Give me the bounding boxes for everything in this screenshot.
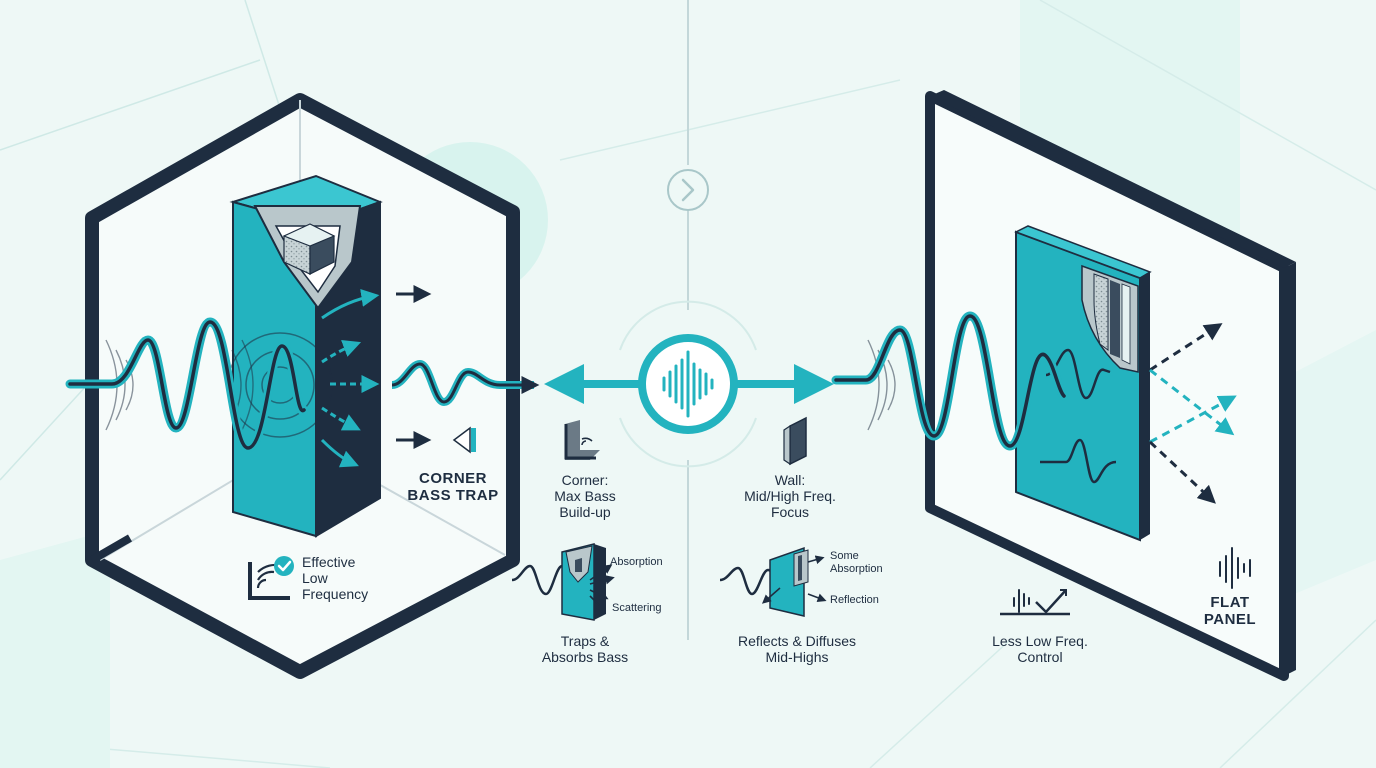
corner-detail-absorption: Absorption [610,556,663,568]
less-control-icon [1000,589,1070,616]
corner-wave-icon [564,420,600,460]
incoming-sound-wave-left [65,317,309,453]
chevron-right-icon [667,169,709,211]
panel-context-label: Wall: Mid/High Freq. Focus [744,472,836,520]
triangle-icon [452,426,476,454]
center-connector [544,0,834,640]
corner-detail-scattering: Scattering [612,602,662,614]
flat-panel [1014,225,1152,542]
panel-badge-text: Less Low Freq. Control [992,633,1088,665]
transmitted-wave-left [391,359,540,407]
corner-bass-trap [227,174,383,538]
panel-reflection-arrows [1148,323,1237,504]
panel-detail-reflection: Reflection [830,594,879,606]
corner-badge-text: Effective Low Frequency [302,554,369,602]
panel-detail-caption: Reflects & Diffuses Mid-Highs [737,633,856,665]
corner-context-label: Corner: Max Bass Build-up [554,472,616,520]
corner-side-arrows [396,285,432,449]
panel-title: FLAT PANEL [1203,594,1257,628]
corner-detail-caption: Traps & Absorbs Bass [541,633,629,665]
panel-icon [783,416,807,466]
panel-detail-illustration [719,546,827,617]
check-icon [274,556,294,576]
corner-wave-icon [248,562,290,600]
sound-wave-icon [1219,547,1251,589]
incoming-sound-wave-right [831,311,1069,451]
panel-detail-some-absorption: Some Absorption [830,550,883,575]
corner-detail-illustration [511,543,615,621]
corner-title: CORNER BASS TRAP [407,470,499,504]
